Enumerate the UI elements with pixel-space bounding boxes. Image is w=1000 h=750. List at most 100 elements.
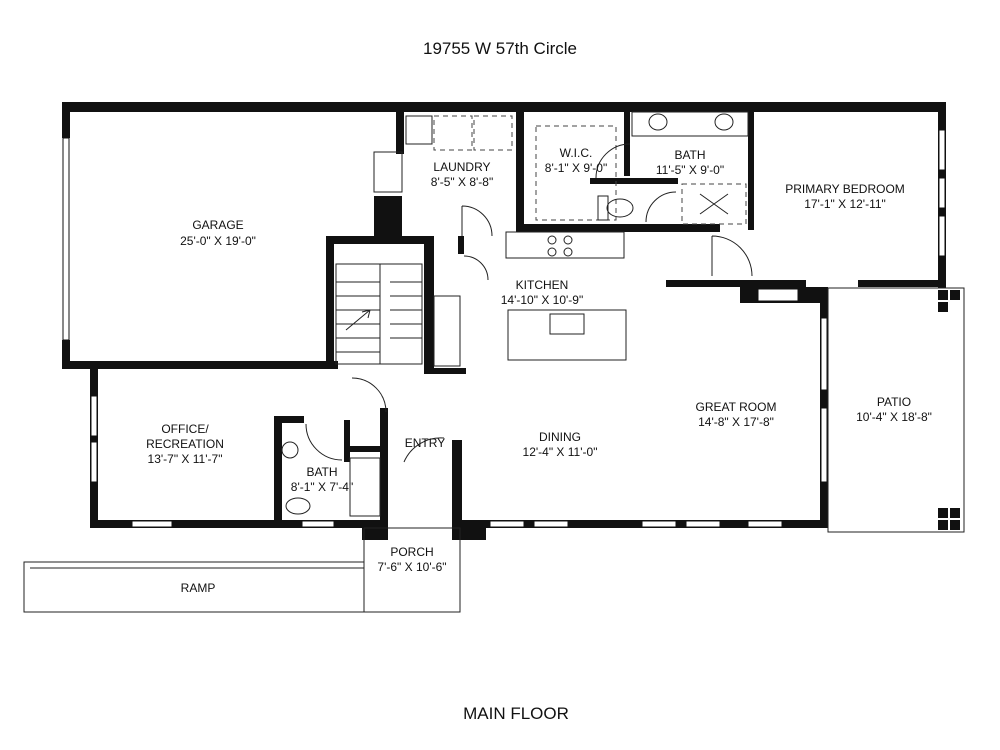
bath-guest-dims: 8'-1" X 7'-4" <box>291 480 353 494</box>
kitchen-name: KITCHEN <box>516 278 569 292</box>
wall-stair-top <box>326 236 432 244</box>
stairs <box>335 263 423 365</box>
wic-door-swing <box>595 143 631 179</box>
bath-door-swing <box>645 191 677 223</box>
window-dining-bottom-1 <box>489 520 525 528</box>
wall-entry-closet <box>344 446 388 452</box>
window-office-left-2 <box>90 441 98 483</box>
room-laundry: LAUNDRY 8'-5" X 8'-8" <box>373 115 513 237</box>
kitchen-island <box>507 309 627 361</box>
bath-primary-name: BATH <box>674 148 705 162</box>
wall-bath-guest-left <box>274 416 282 528</box>
wic-name: W.I.C. <box>560 146 593 160</box>
patio-dims: 10'-4" X 18'-8" <box>856 410 932 424</box>
wall-wic-left <box>516 112 524 230</box>
great-room-name: GREAT ROOM <box>696 400 777 414</box>
patio-name: PATIO <box>877 395 911 409</box>
wall-garage-right <box>326 236 334 368</box>
patio-post-top-2 <box>950 290 960 300</box>
laundry-name: LAUNDRY <box>433 160 490 174</box>
range-burner-1 <box>547 235 557 245</box>
wall-entry-left <box>380 408 388 528</box>
bath-guest-name: BATH <box>306 465 337 479</box>
wall-garage-bottom <box>62 361 338 369</box>
wall-kitchen-pantry <box>458 236 464 254</box>
wall-porch-left <box>362 522 388 540</box>
entry-name: ENTRY <box>405 436 445 450</box>
guest-bath-toilet <box>285 497 311 515</box>
wic-shelving <box>535 125 617 221</box>
plan-title: 19755 W 57th Circle <box>423 39 577 58</box>
laundry-sink <box>405 115 433 145</box>
wall-laundry-block <box>374 196 402 236</box>
guest-bath-tub <box>349 457 381 517</box>
window-garage-left <box>62 137 70 341</box>
entry-closet-door-swing <box>351 377 387 413</box>
laundry-dryer <box>473 115 513 151</box>
guest-bath-door-swing <box>305 423 343 461</box>
room-porch: PORCH 7'-6" X 10'-6" <box>363 527 461 613</box>
wall-garage-left <box>62 102 70 138</box>
room-dining: DINING 12'-4" X 11'-0" <box>523 430 598 459</box>
kitchen-range-counter <box>505 231 625 259</box>
patio-outline <box>827 287 965 533</box>
wall-pantry-bottom <box>428 368 466 374</box>
window-dining-bottom-3 <box>641 520 677 528</box>
wall-pantry-left <box>428 236 434 374</box>
wall-bath-mid <box>590 178 678 184</box>
walls <box>62 102 946 540</box>
patio-post-top-1 <box>938 290 948 300</box>
wall-garage-left-bottom <box>62 340 70 368</box>
laundry-dims: 8'-5" X 8'-8" <box>431 175 493 189</box>
bath-vanity <box>631 111 749 137</box>
window-bath-bottom <box>301 520 335 528</box>
room-bath-guest: BATH 8'-1" X 7'-4" <box>281 377 387 517</box>
window-dining-bottom-2 <box>533 520 569 528</box>
range-burner-4 <box>563 247 573 257</box>
island-sink <box>549 313 585 335</box>
ramp-outline <box>23 561 365 613</box>
window-bedroom-right-1 <box>938 129 946 171</box>
wall-wic-bottom <box>516 224 626 232</box>
office-name-1: OFFICE/ <box>161 422 209 436</box>
great-room-dims: 14'-8" X 17'-8" <box>698 415 774 429</box>
entry-door-swing <box>403 437 445 463</box>
kitchen-dims: 14'-10" X 10'-9" <box>501 293 583 307</box>
wall-bedroom-bottom-r <box>858 280 946 287</box>
bath-shower <box>681 183 747 225</box>
bath-shower-x <box>699 193 729 215</box>
laundry-step <box>373 151 403 193</box>
stair-treads <box>336 264 422 364</box>
room-primary-bedroom: PRIMARY BEDROOM 17'-1" X 12'-11" <box>711 182 905 277</box>
wall-laundry-left <box>396 112 404 154</box>
laundry-door-swing <box>461 205 493 237</box>
room-wic: W.I.C. 8'-1" X 9'-0" <box>535 125 631 221</box>
ramp-name: RAMP <box>181 581 216 595</box>
wall-greatroom-right <box>820 287 828 527</box>
pantry-shelves <box>433 295 461 367</box>
ramp: RAMP <box>23 561 365 613</box>
wic-dims: 8'-1" X 9'-0" <box>545 161 607 175</box>
bath-sink-left <box>648 113 668 131</box>
window-dining-bottom-5 <box>747 520 783 528</box>
window-bedroom-right-2 <box>938 177 946 209</box>
bedroom-name: PRIMARY BEDROOM <box>785 182 905 196</box>
stair-run <box>335 263 423 365</box>
room-bath-primary: BATH 11'-5" X 9'-0" <box>597 111 749 225</box>
patio-post-bottom-1 <box>938 508 948 518</box>
stair-arrow <box>345 309 371 331</box>
fireplace-hearth <box>757 288 799 302</box>
wall-bath-bottom <box>624 224 720 232</box>
laundry-washer <box>433 115 473 151</box>
porch-name: PORCH <box>390 545 433 559</box>
patio-post-bottom-3 <box>938 520 948 530</box>
bedroom-door-swing <box>711 235 753 277</box>
window-office-bottom <box>131 520 173 528</box>
patio-post-top-3 <box>938 302 948 312</box>
dining-name: DINING <box>539 430 581 444</box>
wall-bath-guest-top <box>274 416 304 423</box>
room-entry: ENTRY <box>403 436 445 463</box>
wall-bottom-office <box>90 520 386 528</box>
windows <box>62 129 946 528</box>
office-dims: 13'-7" X 11'-7" <box>148 452 223 466</box>
